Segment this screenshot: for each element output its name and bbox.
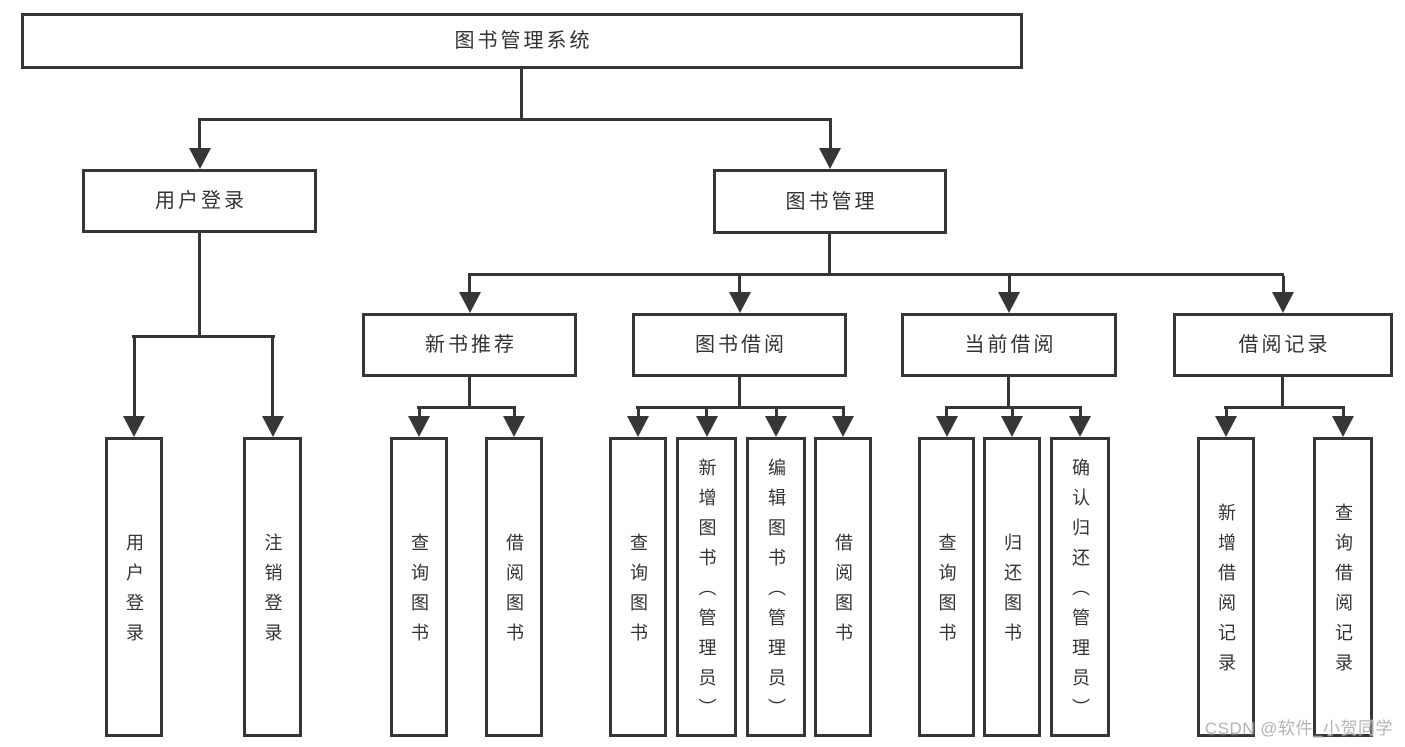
connector-line bbox=[1010, 409, 1014, 417]
connector-line bbox=[1281, 374, 1284, 409]
node-current-borrowing: 当前借阅 bbox=[901, 313, 1117, 377]
connector-line bbox=[945, 406, 1082, 409]
arrow-down-icon bbox=[695, 416, 718, 437]
node-book-management: 图书管理 bbox=[713, 169, 947, 234]
node-library-system: 图书管理系统 bbox=[21, 13, 1023, 69]
node-recommend-borrow-books: 借阅图书 bbox=[485, 437, 543, 737]
arrow-down-icon bbox=[819, 148, 841, 169]
connector-line bbox=[198, 121, 201, 149]
node-records-add-record: 新增借阅记录 bbox=[1197, 437, 1255, 737]
connector-line bbox=[841, 409, 845, 417]
connector-line bbox=[512, 409, 516, 417]
arrow-down-icon bbox=[458, 292, 481, 313]
node-current-return-books: 归还图书 bbox=[983, 437, 1041, 737]
node-borrowing-query-books: 查询图书 bbox=[609, 437, 667, 737]
connector-line bbox=[1224, 406, 1345, 409]
arrow-down-icon bbox=[1215, 416, 1237, 437]
node-records-query-record: 查询借阅记录 bbox=[1313, 437, 1373, 737]
connector-line bbox=[417, 409, 421, 417]
node-leaf-logout: 注销登录 bbox=[243, 437, 302, 737]
connector-line bbox=[636, 409, 640, 417]
connector-line bbox=[1281, 276, 1285, 293]
connector-line bbox=[945, 409, 948, 417]
node-borrowing-add-books-admin: 新增图书（管理员） bbox=[676, 437, 737, 737]
node-current-confirm-return-admin: 确认归还（管理员） bbox=[1050, 437, 1110, 737]
arrow-down-icon bbox=[728, 292, 751, 313]
arrow-down-icon bbox=[998, 292, 1020, 313]
connector-line bbox=[636, 406, 845, 409]
node-new-book-recommend: 新书推荐 bbox=[362, 313, 577, 377]
connector-line bbox=[468, 273, 1284, 276]
connector-line bbox=[774, 409, 778, 417]
node-recommend-query-books: 查询图书 bbox=[390, 437, 448, 737]
node-borrowing-edit-books-admin: 编辑图书（管理员） bbox=[746, 437, 806, 737]
connector-line bbox=[828, 231, 831, 276]
connector-line bbox=[198, 230, 201, 338]
connector-line bbox=[132, 335, 275, 338]
node-borrowing-records: 借阅记录 bbox=[1173, 313, 1393, 377]
connector-line bbox=[1007, 276, 1011, 293]
watermark-text: CSDN @软件_小贺同学 bbox=[1204, 719, 1393, 738]
node-leaf-user-login: 用户登录 bbox=[105, 437, 163, 737]
arrow-down-icon bbox=[408, 416, 430, 437]
connector-line bbox=[828, 121, 832, 149]
connector-line bbox=[738, 374, 741, 409]
arrow-down-icon bbox=[1069, 416, 1091, 437]
arrow-down-icon bbox=[627, 416, 649, 437]
connector-line bbox=[1224, 409, 1228, 417]
arrow-down-icon bbox=[503, 416, 525, 437]
arrow-down-icon bbox=[261, 416, 284, 437]
node-current-query-books: 查询图书 bbox=[918, 437, 975, 737]
connector-line bbox=[1341, 409, 1345, 417]
connector-line bbox=[132, 338, 136, 417]
arrow-down-icon bbox=[123, 416, 145, 437]
connector-line bbox=[738, 276, 741, 293]
arrow-down-icon bbox=[1332, 416, 1354, 437]
connector-line bbox=[198, 118, 832, 121]
connector-line bbox=[271, 338, 274, 417]
node-borrowing-borrow-books: 借阅图书 bbox=[814, 437, 872, 737]
node-book-borrowing: 图书借阅 bbox=[632, 313, 847, 377]
connector-line bbox=[417, 406, 516, 409]
connector-line bbox=[468, 374, 471, 409]
arrow-down-icon bbox=[1001, 416, 1023, 437]
node-user-login: 用户登录 bbox=[82, 169, 317, 233]
connector-line bbox=[520, 67, 523, 121]
arrow-down-icon bbox=[1272, 292, 1294, 313]
arrow-down-icon bbox=[765, 416, 787, 437]
connector-line bbox=[468, 276, 471, 293]
connector-line bbox=[1078, 409, 1082, 417]
arrow-down-icon bbox=[188, 148, 211, 169]
connector-line bbox=[1007, 374, 1010, 409]
arrow-down-icon bbox=[832, 416, 854, 437]
connector-line bbox=[705, 409, 708, 417]
arrow-down-icon bbox=[935, 416, 958, 437]
